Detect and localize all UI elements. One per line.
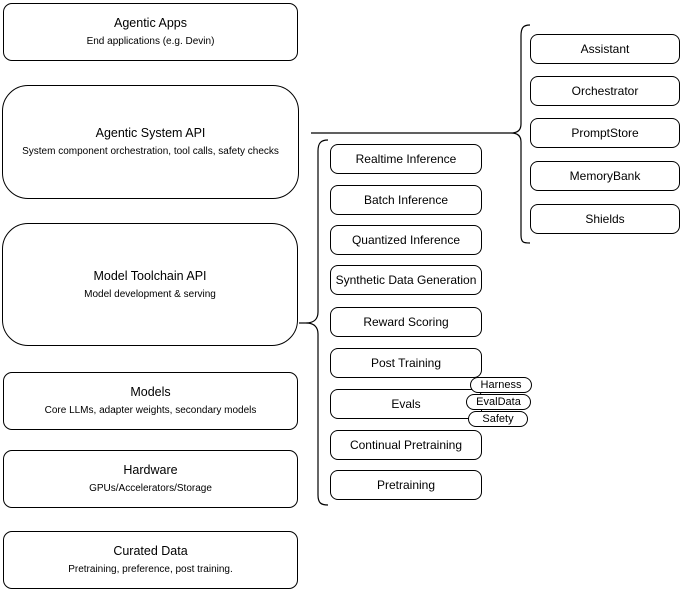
layer-title: Models	[130, 385, 171, 399]
node-shields: Shields	[530, 204, 680, 234]
tag-harness: Harness	[470, 377, 532, 393]
node-pretraining: Pretraining	[330, 470, 482, 500]
layer-hardware: Hardware GPUs/Accelerators/Storage	[3, 450, 298, 508]
toolchain-brace	[305, 139, 329, 506]
node-memorybank: MemoryBank	[530, 161, 680, 191]
layer-title: Model Toolchain API	[93, 268, 207, 283]
node-post-training: Post Training	[330, 348, 482, 378]
node-promptstore: PromptStore	[530, 118, 680, 148]
node-reward-scoring: Reward Scoring	[330, 307, 482, 337]
node-orchestrator: Orchestrator	[530, 76, 680, 106]
layer-subtitle: GPUs/Accelerators/Storage	[89, 483, 212, 494]
node-batch-inference: Batch Inference	[330, 185, 482, 215]
layer-model-toolchain-api: Model Toolchain API Model development & …	[2, 223, 298, 346]
layer-title: Hardware	[123, 463, 178, 477]
tag-safety: Safety	[468, 411, 528, 427]
node-realtime-inference: Realtime Inference	[330, 144, 482, 174]
layer-subtitle: Pretraining, preference, post training.	[68, 564, 233, 575]
node-continual-pretraining: Continual Pretraining	[330, 430, 482, 460]
node-synthetic-data-generation: Synthetic Data Generation	[330, 265, 482, 295]
node-evals: Evals	[330, 389, 482, 419]
layer-subtitle: Core LLMs, adapter weights, secondary mo…	[44, 405, 257, 416]
layer-agentic-apps: Agentic Apps End applications (e.g. Devi…	[3, 3, 298, 61]
layer-models: Models Core LLMs, adapter weights, secon…	[3, 372, 298, 430]
layer-title: Agentic Apps	[114, 16, 187, 30]
system-components-brace	[510, 24, 531, 244]
node-assistant: Assistant	[530, 34, 680, 64]
layer-title: Agentic System API	[95, 126, 206, 140]
layer-agentic-system-api: Agentic System API System component orch…	[2, 85, 299, 199]
tag-evaldata: EvalData	[466, 394, 531, 410]
layer-title: Curated Data	[113, 544, 188, 558]
layer-subtitle: System component orchestration, tool cal…	[22, 146, 279, 157]
layer-subtitle: End applications (e.g. Devin)	[86, 36, 215, 47]
node-quantized-inference: Quantized Inference	[330, 225, 482, 255]
layer-subtitle: Model development & serving	[84, 288, 216, 300]
layer-curated-data: Curated Data Pretraining, preference, po…	[3, 531, 298, 589]
